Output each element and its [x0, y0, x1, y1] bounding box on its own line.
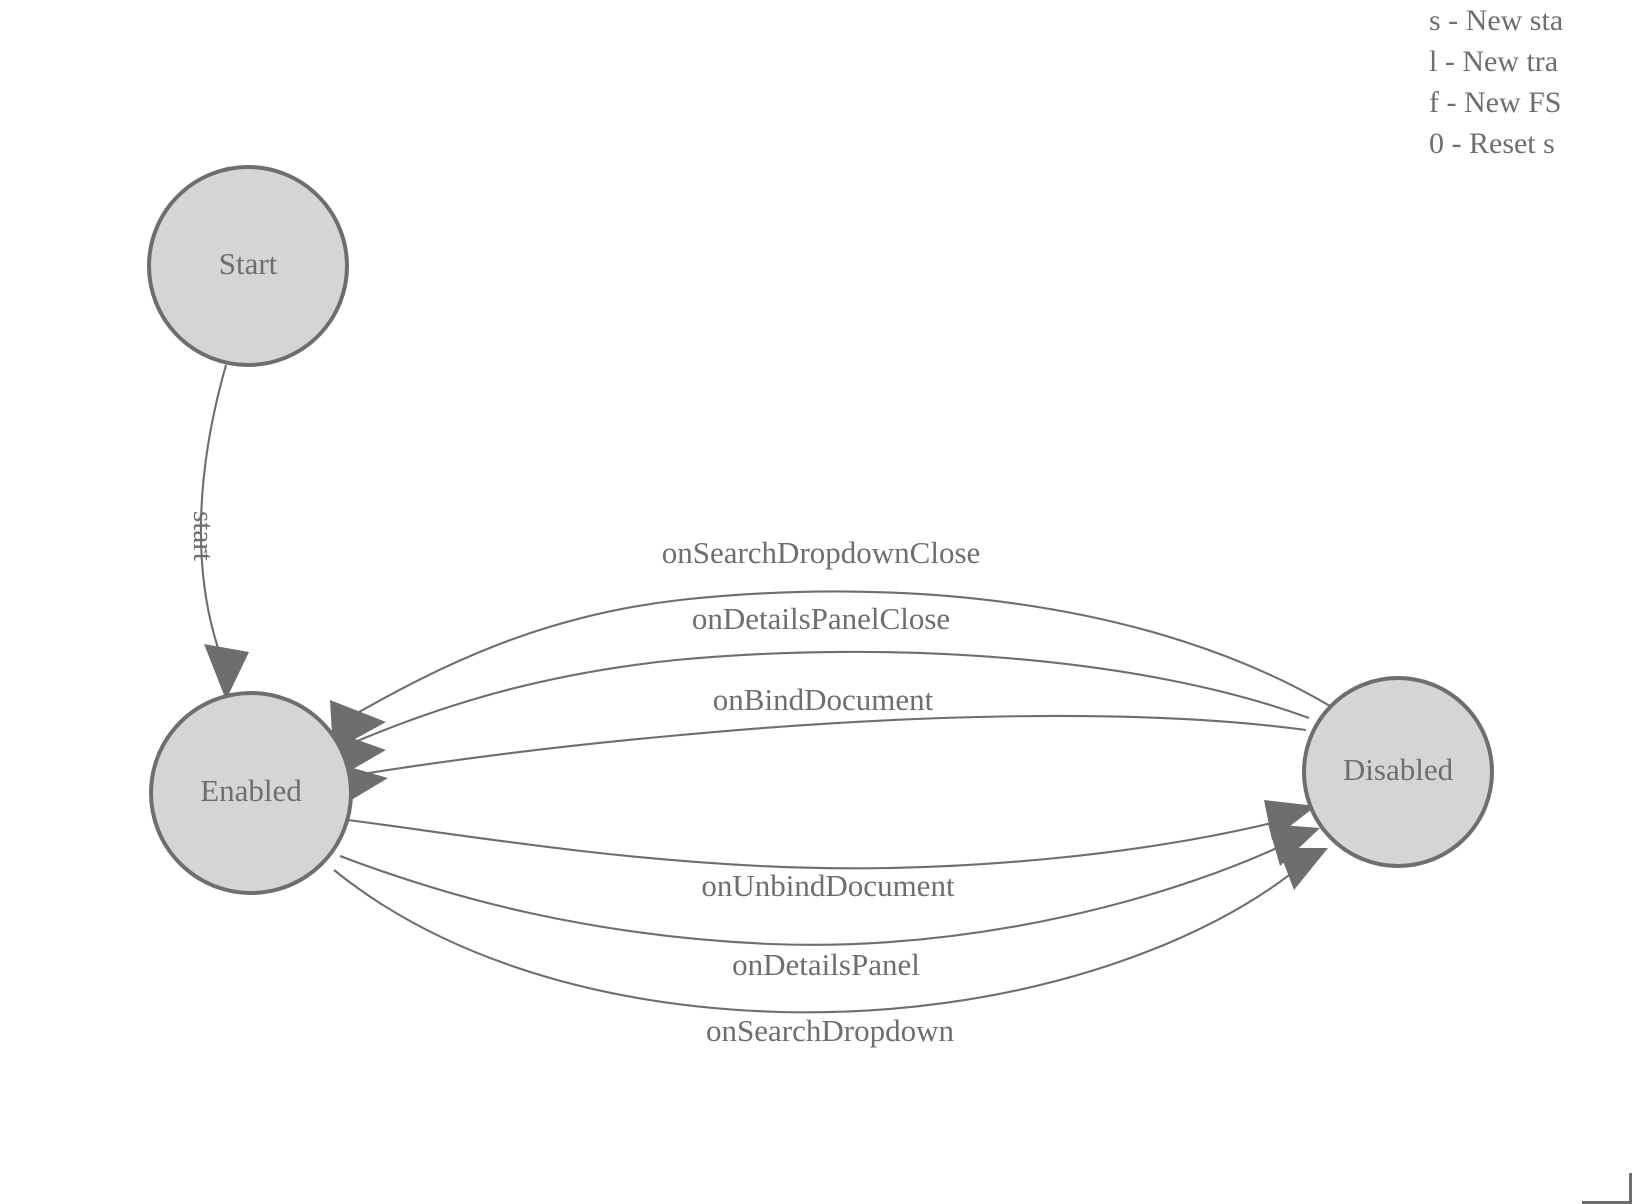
- transition-label-ondetailspanelclose: onDetailsPanelClose: [692, 601, 950, 636]
- state-node-start[interactable]: Start: [147, 165, 349, 367]
- help-line-new-transition: l - New tra: [1429, 45, 1559, 78]
- state-node-enabled[interactable]: Enabled: [149, 691, 353, 895]
- transition-label-onsearchdropdownclose: onSearchDropdownClose: [662, 535, 981, 570]
- state-node-enabled-circle[interactable]: [149, 691, 353, 895]
- transition-label-onsearchdropdown: onSearchDropdown: [706, 1013, 954, 1048]
- transition-label-onbinddocument: onBindDocument: [713, 682, 934, 717]
- help-line-new-fsm: f - New FS: [1429, 86, 1562, 119]
- transition-onbinddocument[interactable]: [332, 714, 1307, 808]
- help-line-reset: 0 - Reset s: [1429, 127, 1555, 160]
- transition-start[interactable]: [199, 364, 249, 700]
- state-node-enabled-label: Enabled: [200, 773, 302, 808]
- transition-onunbinddocument-path[interactable]: [347, 816, 1293, 870]
- help-line-new-state: s - New sta: [1429, 4, 1564, 37]
- transition-onsearchdropdown-arrowhead: [1278, 848, 1328, 890]
- transition-onsearchdropdown[interactable]: [333, 848, 1328, 1014]
- transition-label-start: start: [187, 511, 219, 561]
- state-node-disabled[interactable]: Disabled: [1302, 676, 1494, 868]
- state-node-disabled-label: Disabled: [1343, 752, 1454, 787]
- transition-ondetailspanel-path[interactable]: [339, 837, 1299, 946]
- transition-ondetailspanelclose-path[interactable]: [349, 650, 1310, 745]
- state-node-start-label: Start: [219, 246, 278, 281]
- transition-label-ondetailspanel: onDetailsPanel: [732, 947, 920, 982]
- keyboard-shortcut-help: s - New sta l - New tra f - New FS 0 - R…: [1429, 0, 1632, 164]
- state-node-disabled-circle[interactable]: [1302, 676, 1494, 868]
- transition-start-path[interactable]: [199, 364, 228, 652]
- transition-onsearchdropdownclose-path[interactable]: [351, 590, 1331, 717]
- transition-label-onunbinddocument: onUnbindDocument: [701, 868, 955, 903]
- state-node-start-circle[interactable]: [147, 165, 349, 367]
- canvas-frame-bottom-edge: [1582, 1201, 1632, 1204]
- transition-start-arrowhead: [204, 644, 249, 700]
- transition-onbinddocument-path[interactable]: [349, 714, 1307, 778]
- transition-onunbinddocument[interactable]: [347, 800, 1316, 870]
- canvas-frame-right-edge: [1629, 1173, 1632, 1204]
- transition-onsearchdropdown-path[interactable]: [333, 857, 1311, 1014]
